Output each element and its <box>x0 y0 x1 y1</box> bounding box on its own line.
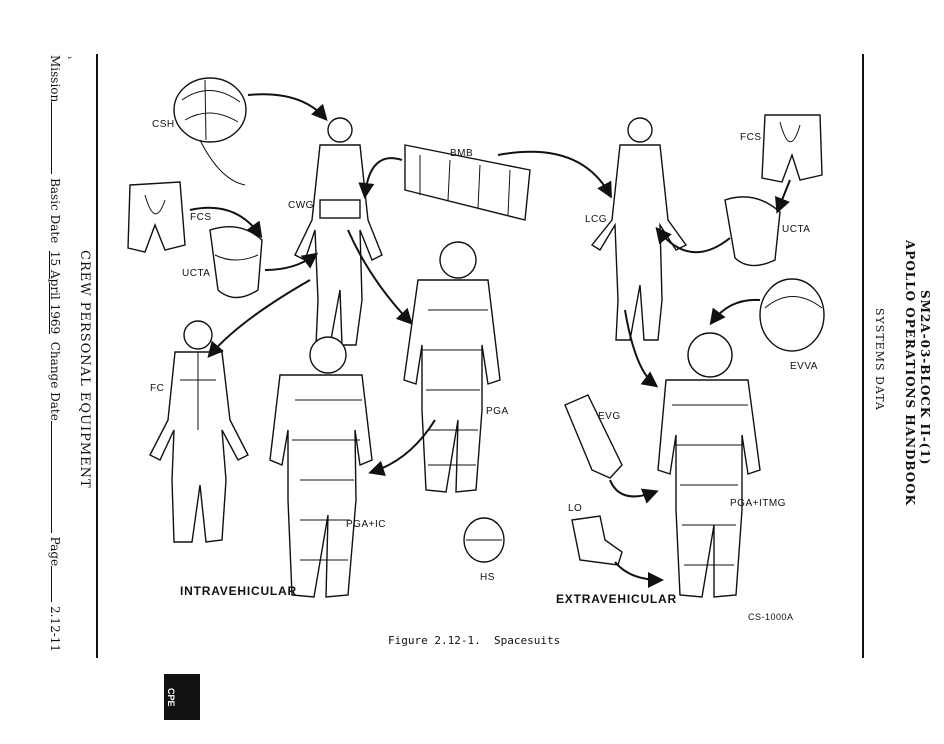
label-pga-itmg: PGA+ITMG <box>730 498 786 509</box>
page-number: 2.12-11 <box>48 605 62 653</box>
section-tab-label: CPE <box>166 688 176 707</box>
drawing-number: CS-1000A <box>748 612 794 622</box>
cwg-figure <box>294 117 383 346</box>
figure-caption: Figure 2.12-1. Spacesuits <box>388 634 561 647</box>
pga-itmg-figure <box>657 332 761 598</box>
label-intravehicular: INTRAVEHICULAR <box>180 584 297 598</box>
label-hs: HS <box>480 572 495 583</box>
ucta-right <box>724 196 781 267</box>
page-footer-line: Mission Basic Date 15 April 1969 Change … <box>48 55 62 652</box>
label-lo: LO <box>568 503 583 514</box>
label-ucta-right: UCTA <box>782 224 811 235</box>
label-lcg: LCG <box>585 214 608 225</box>
handbook-title: APOLLO OPERATIONS HANDBOOK <box>903 240 917 507</box>
label-bmb: BMB <box>450 148 474 159</box>
bmb-belt <box>404 144 531 221</box>
mission-label: Mission <box>48 55 62 103</box>
lo-boot <box>571 515 623 566</box>
left-rule <box>96 54 98 658</box>
corner-mark: ¹ <box>62 56 72 60</box>
label-evg: EVG <box>598 411 621 422</box>
lcg-figure <box>590 117 688 341</box>
ucta-left <box>209 226 263 299</box>
right-rule <box>862 54 864 658</box>
label-fcs-right: FCS <box>740 132 762 143</box>
label-fc: FC <box>150 383 165 394</box>
label-fcs-left: FCS <box>190 212 212 223</box>
pga-figure <box>403 241 501 493</box>
section-tab: CPE <box>164 674 200 720</box>
pga-ic-figure <box>269 336 373 598</box>
hs-headset <box>463 517 505 563</box>
label-cwg: CWG <box>288 200 314 211</box>
fcs-right <box>761 114 823 183</box>
spacesuits-illustration <box>127 77 825 598</box>
evva-visor <box>759 278 825 352</box>
label-evva: EVVA <box>790 361 818 372</box>
label-pga: PGA <box>486 406 509 417</box>
fc-figure <box>149 320 249 543</box>
label-csh: CSH <box>152 119 175 130</box>
label-ucta-left: UCTA <box>182 268 211 279</box>
label-extravehicular: EXTRAVEHICULAR <box>556 592 677 606</box>
doc-id: SM2A-03-BLOCK II-(1) <box>918 290 932 466</box>
flow-arrows <box>189 93 791 588</box>
basic-date-label: Basic Date <box>48 178 62 244</box>
section-title: CREW PERSONAL EQUIPMENT <box>77 250 92 489</box>
evg-glove <box>564 394 623 479</box>
left-margin: ¹ Mission Basic Date 15 April 1969 Chang… <box>0 0 100 744</box>
page-label: Page <box>48 536 62 567</box>
section-name: SYSTEMS DATA <box>873 308 886 411</box>
change-date-label: Change Date <box>48 341 62 421</box>
basic-date-value: 15 April 1969 <box>48 250 62 335</box>
csh-helmet <box>173 77 247 186</box>
label-pga-ic: PGA+IC <box>346 519 386 530</box>
fcs-left <box>127 181 186 253</box>
